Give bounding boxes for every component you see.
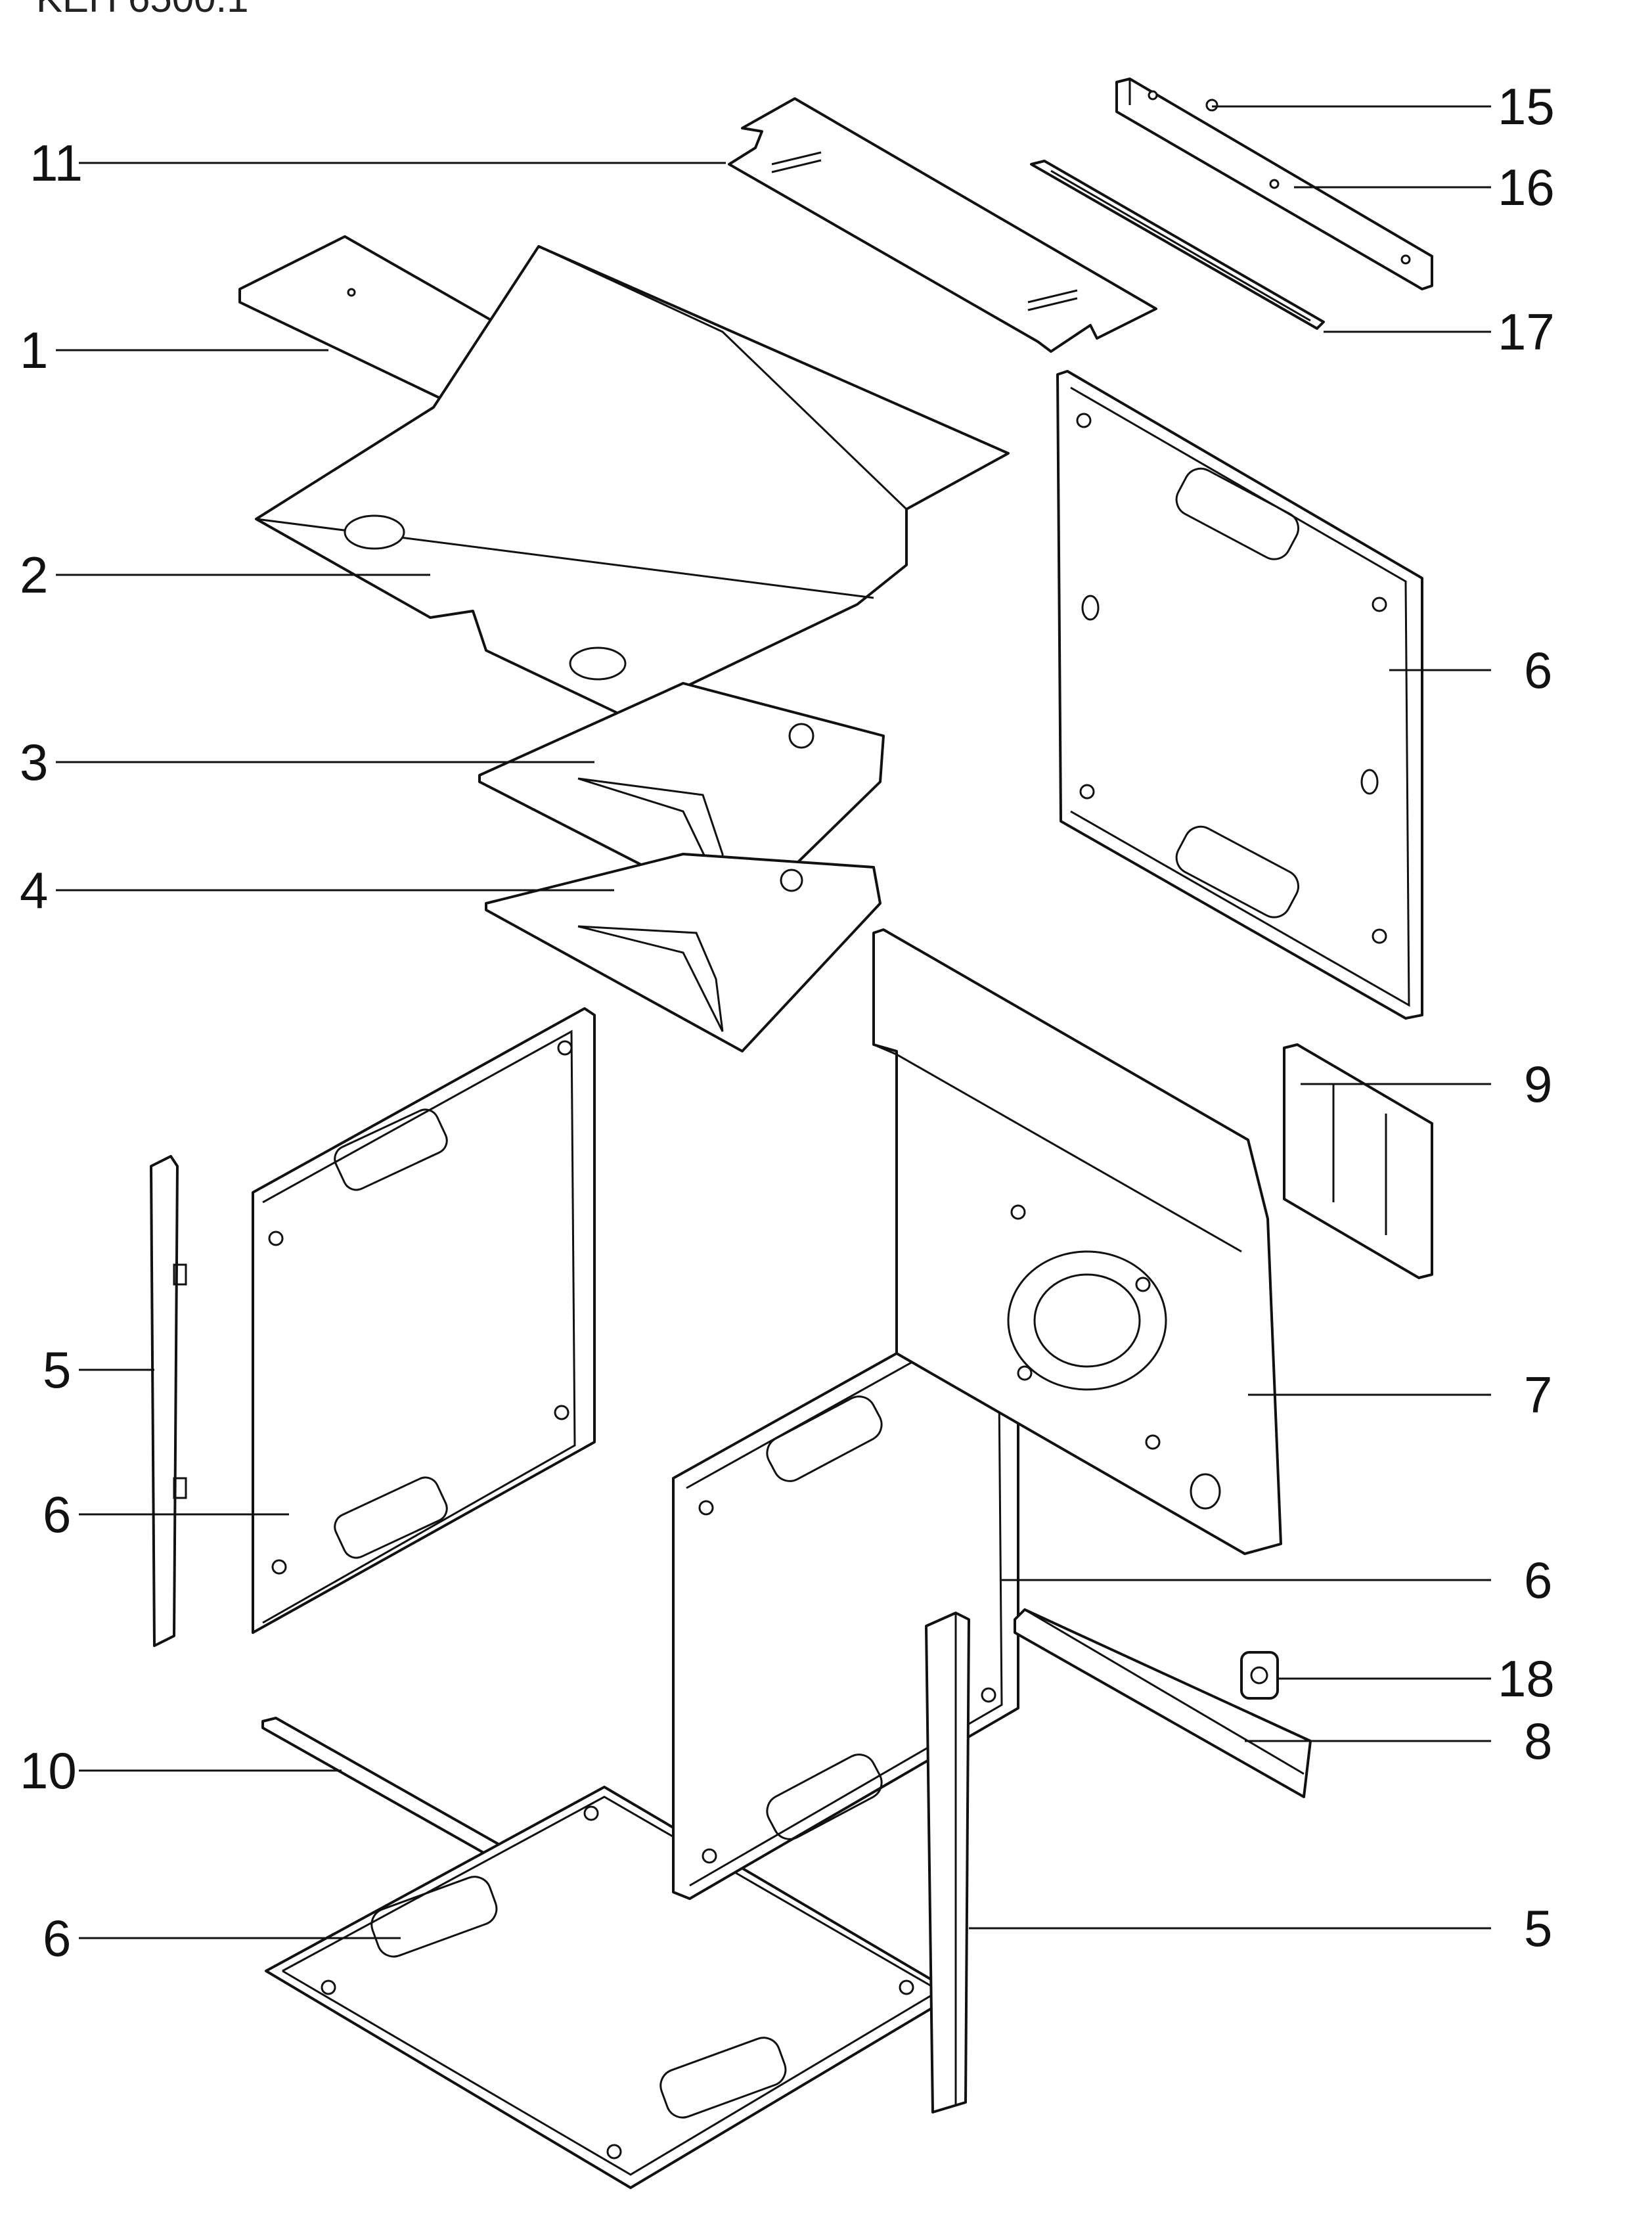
- callout-9: 9: [1524, 1055, 1552, 1113]
- part-16-strip-bracket: [1115, 78, 1433, 290]
- callout-4: 4: [20, 861, 48, 919]
- callout-2: 2: [20, 546, 48, 604]
- part-5-right-rail: [925, 1612, 970, 2114]
- callout-6-left: 6: [43, 1485, 71, 1543]
- callout-5-left: 5: [43, 1341, 71, 1399]
- part-9-bracket: [1283, 1043, 1433, 1279]
- callout-6-front: 6: [1524, 1551, 1552, 1609]
- callout-15: 15: [1498, 78, 1555, 135]
- callout-18: 18: [1498, 1650, 1555, 1708]
- part-11-top-cover: [728, 97, 1157, 353]
- part-8-rear-rail: [1014, 1608, 1312, 1798]
- part-4-lower-plate: [485, 853, 882, 1052]
- part-7-rear-panel: [872, 928, 1282, 1555]
- callout-6-bottom: 6: [43, 1909, 71, 1967]
- callout-17: 17: [1498, 303, 1555, 361]
- part-15-screw: [1205, 99, 1218, 112]
- part-6-right-panel: [1056, 370, 1423, 1020]
- part-17-strip-contacts: [1030, 160, 1325, 330]
- leader-lines: [56, 105, 1491, 1939]
- callout-16: 16: [1498, 158, 1555, 216]
- callout-6-right: 6: [1524, 641, 1552, 699]
- callout-5-right: 5: [1524, 1899, 1552, 1957]
- part-18-clip: [1240, 1651, 1279, 1700]
- callout-1: 1: [20, 321, 48, 379]
- document-code: KEH 6500.1: [36, 0, 249, 20]
- callout-11: 11: [30, 134, 83, 192]
- callout-7: 7: [1524, 1366, 1552, 1424]
- part-2-upper-tray: [255, 245, 1010, 717]
- part-5-left-rail: [150, 1155, 187, 1647]
- part-6-bottom-panel: [265, 1786, 957, 2189]
- callout-8: 8: [1524, 1712, 1552, 1770]
- part-6-left-panel: [252, 1007, 596, 1634]
- callout-10: 10: [20, 1742, 77, 1799]
- callout-3: 3: [20, 733, 48, 791]
